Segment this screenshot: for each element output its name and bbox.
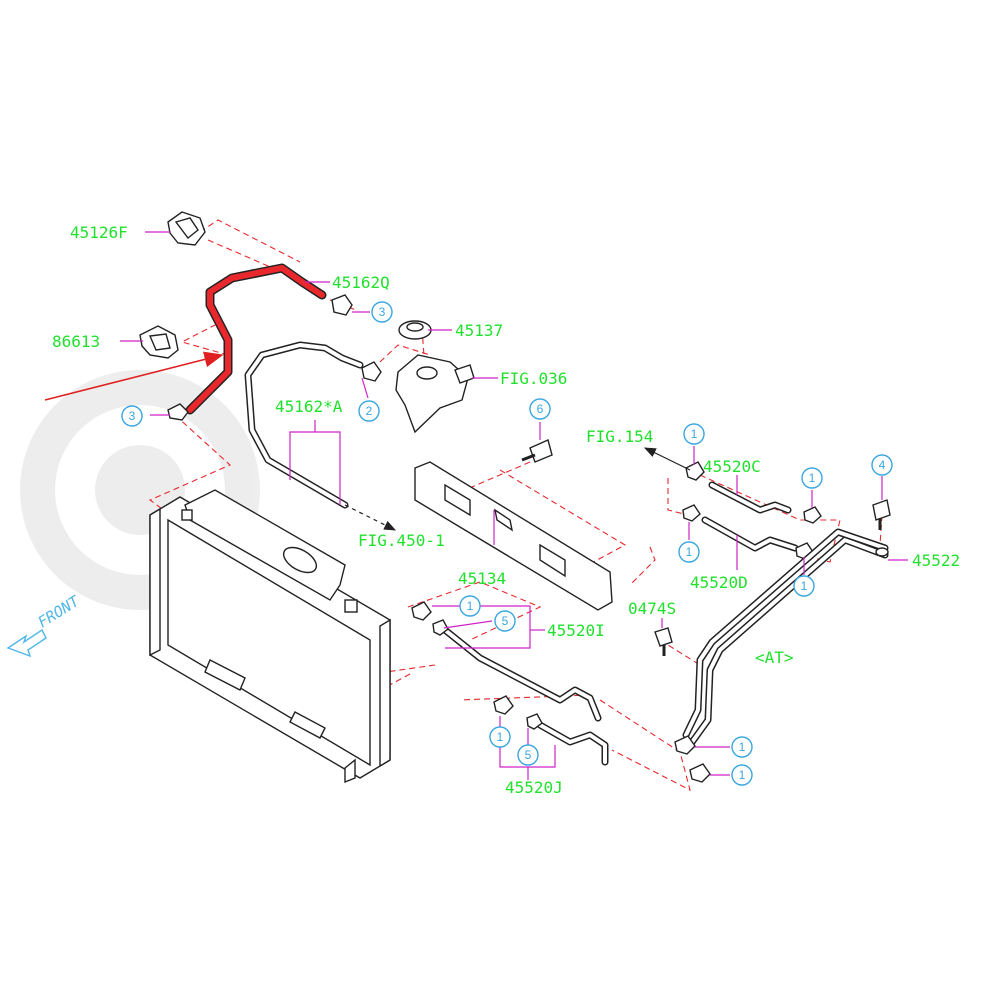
label-45162A: 45162*A <box>275 397 343 416</box>
label-fig154: FIG.154 <box>586 427 653 446</box>
bracket-45126F <box>167 211 206 246</box>
radiator <box>149 489 391 784</box>
callout-1-a: 1 <box>683 423 705 445</box>
label-45162Q: 45162Q <box>332 273 390 292</box>
callout-5-a: 5 <box>494 610 516 632</box>
svg-text:5: 5 <box>525 748 532 762</box>
bolt-4 <box>872 499 891 530</box>
callout-1-h: 1 <box>731 764 753 786</box>
hose-45162Q <box>185 263 327 415</box>
label-45520D: 45520D <box>690 573 748 592</box>
hose-45162A <box>244 341 397 531</box>
front-arrow-icon <box>6 628 47 658</box>
label-45520J: 45520J <box>505 778 563 797</box>
bracket-45134 <box>414 461 613 611</box>
callout-6: 6 <box>529 398 551 420</box>
leader-lines <box>120 231 908 780</box>
callout-1-b: 1 <box>801 467 823 489</box>
hose-45520D <box>701 516 799 552</box>
callout-1-g: 1 <box>731 736 753 758</box>
callout-3-bottom: 3 <box>121 405 143 427</box>
svg-text:6: 6 <box>537 402 544 416</box>
pipe-45522 <box>682 528 889 749</box>
bolt-0474S <box>654 627 673 656</box>
label-45522: 45522 <box>912 551 960 570</box>
callout-3-top: 3 <box>371 301 393 323</box>
svg-text:1: 1 <box>467 599 474 613</box>
svg-text:2: 2 <box>366 404 373 418</box>
svg-text:1: 1 <box>691 427 698 441</box>
svg-text:3: 3 <box>129 409 136 423</box>
callout-4: 4 <box>871 454 893 476</box>
clamp-3-bottom <box>167 403 189 421</box>
svg-text:1: 1 <box>497 730 504 744</box>
svg-text:1: 1 <box>801 579 808 593</box>
svg-text:1: 1 <box>739 740 746 754</box>
hose-45520J <box>493 695 609 766</box>
svg-text:1: 1 <box>686 545 693 559</box>
red-pointer-arrow <box>44 351 224 401</box>
label-86613: 86613 <box>52 332 100 351</box>
callout-1-f: 1 <box>489 726 511 748</box>
reservoir-tank <box>395 354 475 434</box>
label-at: <AT> <box>755 648 794 667</box>
clamps-at <box>674 735 711 783</box>
clamp-2 <box>361 361 382 382</box>
hose-45520C <box>708 481 792 514</box>
label-45126F: 45126F <box>70 223 128 242</box>
callout-1-d: 1 <box>793 575 815 597</box>
clip-86613 <box>139 325 179 359</box>
svg-text:4: 4 <box>879 458 886 472</box>
label-45134: 45134 <box>458 569 506 588</box>
callouts: 3 2 3 6 1 1 4 1 1 1 5 1 5 1 1 <box>121 301 893 786</box>
front-indicator: FRONT <box>6 592 84 658</box>
svg-text:1: 1 <box>739 768 746 782</box>
svg-text:3: 3 <box>379 305 386 319</box>
part-labels: 45126F 45162Q 86613 45137 FIG.036 45162*… <box>52 223 960 797</box>
callout-1-c: 1 <box>678 541 700 563</box>
front-label: FRONT <box>35 592 84 632</box>
label-45137: 45137 <box>455 321 503 340</box>
callout-2: 2 <box>358 400 380 422</box>
callout-1-e: 1 <box>459 595 481 617</box>
label-fig036: FIG.036 <box>500 369 567 388</box>
label-0474S: 0474S <box>628 599 676 618</box>
label-45520C: 45520C <box>703 457 761 476</box>
svg-text:5: 5 <box>502 614 509 628</box>
label-45520I: 45520I <box>547 621 605 640</box>
callout-5-b: 5 <box>517 744 539 766</box>
reservoir-cap-45137 <box>398 320 432 340</box>
clamp-3-top <box>331 294 353 316</box>
fig154-arrow <box>643 447 691 471</box>
label-fig450-1: FIG.450-1 <box>358 531 445 550</box>
hose-45520I <box>411 601 602 722</box>
svg-text:1: 1 <box>809 471 816 485</box>
bolt-6 <box>521 439 553 463</box>
